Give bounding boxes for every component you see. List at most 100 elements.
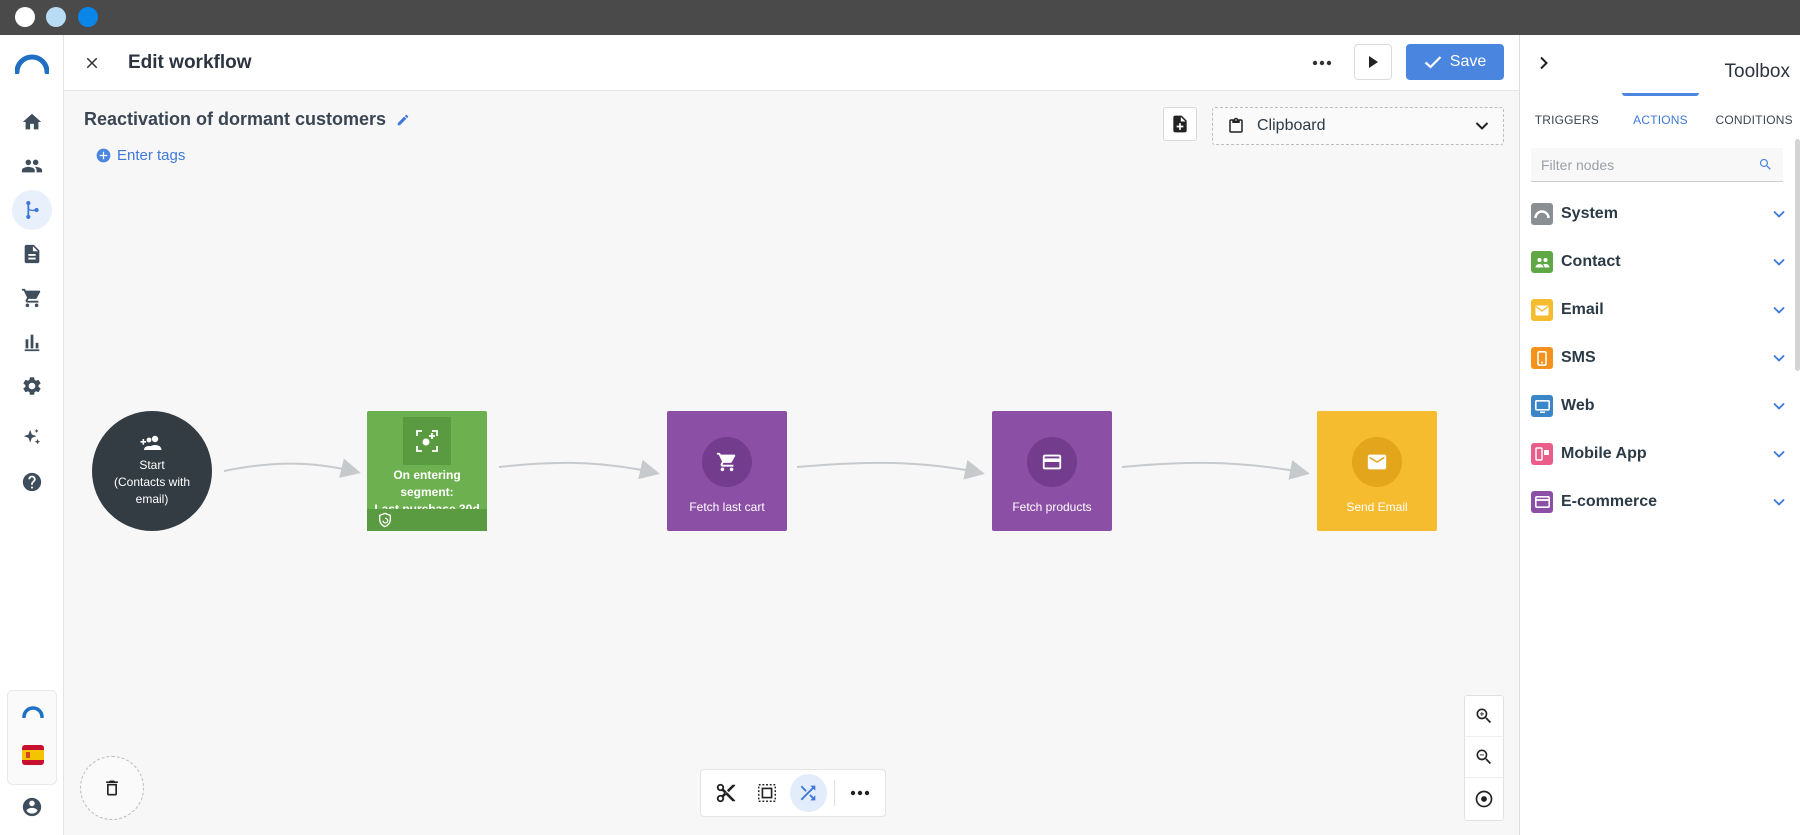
chevron-down-icon	[1773, 306, 1785, 314]
close-editor-button[interactable]	[80, 51, 104, 75]
toolbar-divider	[833, 780, 835, 806]
checkmark-icon	[1424, 56, 1442, 69]
document-icon[interactable]	[12, 234, 52, 274]
add-note-button[interactable]	[1163, 107, 1197, 141]
start-node-line3: email)	[135, 491, 169, 506]
select-area-button[interactable]	[748, 774, 785, 812]
auto-layout-button[interactable]	[789, 774, 827, 812]
save-button[interactable]: Save	[1406, 44, 1504, 80]
workflow-name-text: Reactivation of dormant customers	[84, 109, 387, 129]
trash-icon	[106, 780, 118, 796]
toolbox-tabs: TRIGGERS ACTIONS CONDITIONS	[1520, 93, 1800, 147]
cart-icon[interactable]	[12, 278, 52, 318]
tab-actions[interactable]: ACTIONS	[1614, 93, 1708, 147]
window-minimize-dot[interactable]	[46, 7, 66, 27]
email-envelope-icon	[1352, 437, 1402, 487]
category-ecommerce-label: E-commerce	[1561, 493, 1658, 510]
cart-node-label: Fetch last cart	[689, 500, 765, 514]
zoom-out-button[interactable]	[1465, 737, 1503, 778]
clipboard-icon	[1229, 117, 1243, 133]
web-icon	[1531, 395, 1553, 417]
category-sms[interactable]: SMS	[1531, 340, 1785, 376]
canvas-toolbar	[700, 769, 886, 817]
chevron-down-icon	[1773, 258, 1785, 266]
toolbar-more-button[interactable]	[842, 774, 879, 812]
cut-button[interactable]	[707, 774, 744, 812]
email-icon	[1531, 299, 1553, 321]
credit-card-icon	[1027, 437, 1077, 487]
tab-conditions[interactable]: CONDITIONS	[1715, 113, 1793, 127]
home-icon[interactable]	[12, 102, 52, 142]
enter-tags-label: Enter tags	[117, 147, 186, 164]
toolbox-title: Toolbox	[1724, 61, 1791, 82]
workflows-icon[interactable]	[12, 190, 52, 230]
window-titlebar	[0, 0, 1800, 35]
products-node-label: Fetch products	[1012, 500, 1092, 514]
app-logo-icon[interactable]	[12, 49, 52, 79]
page-title: Edit workflow	[128, 52, 252, 73]
save-button-label: Save	[1449, 53, 1487, 70]
enter-tags-link[interactable]: Enter tags	[96, 147, 185, 164]
zoom-in-button[interactable]	[1465, 696, 1503, 737]
workflow-connections	[223, 458, 1310, 480]
segment-trigger-node[interactable]: On entering segment: Last purchase 30d	[367, 411, 487, 531]
start-node[interactable]: Start (Contacts with email)	[92, 411, 212, 531]
send-email-node[interactable]: Send Email	[1317, 411, 1437, 531]
connection-products-to-email	[1121, 460, 1310, 480]
more-horizontal-icon	[851, 790, 870, 796]
toolbox-scrollbar[interactable]	[1795, 139, 1800, 371]
category-mobile-app[interactable]: Mobile App	[1531, 436, 1785, 472]
add-circle-icon	[96, 148, 111, 163]
category-email[interactable]: Email	[1531, 292, 1785, 328]
center-view-button[interactable]	[1465, 778, 1503, 819]
zoom-in-icon	[1476, 708, 1492, 724]
zoom-out-icon	[1476, 749, 1492, 765]
clipboard-dropdown[interactable]: Clipboard	[1212, 107, 1504, 145]
category-web-label: Web	[1561, 397, 1595, 414]
connection-start-to-segment	[223, 458, 361, 478]
category-system[interactable]: System	[1531, 196, 1785, 232]
tab-triggers[interactable]: TRIGGERS	[1534, 113, 1599, 127]
category-ecommerce[interactable]: E-commerce	[1531, 484, 1785, 520]
more-options-button[interactable]	[1308, 51, 1336, 75]
filter-nodes-input[interactable]: Filter nodes	[1531, 148, 1783, 182]
more-horizontal-icon	[1312, 60, 1332, 66]
filter-placeholder: Filter nodes	[1541, 156, 1615, 173]
chevron-down-icon	[1475, 122, 1489, 130]
window-close-dot[interactable]	[15, 7, 35, 27]
bar-chart-icon[interactable]	[12, 322, 52, 362]
system-icon	[1531, 203, 1553, 225]
window-maximize-dot[interactable]	[78, 7, 98, 27]
category-system-label: System	[1561, 205, 1618, 222]
contact-icon	[1531, 251, 1553, 273]
toolbox-panel: Toolbox TRIGGERS ACTIONS CONDITIONS Filt…	[1519, 35, 1800, 835]
spain-flag-icon[interactable]	[22, 745, 44, 765]
search-icon	[1759, 158, 1771, 170]
brand-logo-icon[interactable]	[21, 704, 45, 720]
fetch-products-node[interactable]: Fetch products	[992, 411, 1112, 531]
run-workflow-button[interactable]	[1354, 44, 1392, 80]
start-node-line1: Start	[139, 457, 165, 472]
user-avatar-icon[interactable]	[12, 787, 52, 827]
shield-refresh-icon	[379, 512, 391, 528]
delete-drop-zone[interactable]	[80, 756, 144, 820]
category-web[interactable]: Web	[1531, 388, 1785, 424]
workflow-canvas[interactable]: Reactivation of dormant customers Enter …	[64, 91, 1519, 835]
sparkle-ai-icon[interactable]	[12, 418, 52, 458]
contacts-icon[interactable]	[12, 146, 52, 186]
chevron-down-icon	[1773, 402, 1785, 410]
collapse-toolbox-button[interactable]	[1534, 53, 1554, 73]
settings-gear-icon[interactable]	[12, 366, 52, 406]
clipboard-label: Clipboard	[1257, 117, 1326, 134]
category-contact[interactable]: Contact	[1531, 244, 1785, 280]
play-icon	[1369, 56, 1378, 68]
segment-target-icon	[403, 417, 451, 465]
category-contact-label: Contact	[1561, 253, 1621, 270]
edit-pencil-icon[interactable]	[396, 113, 410, 127]
help-icon[interactable]	[12, 462, 52, 502]
add-group-icon	[140, 435, 162, 450]
zoom-controls	[1464, 695, 1504, 821]
segment-node-footer	[367, 509, 487, 531]
fetch-last-cart-node[interactable]: Fetch last cart	[667, 411, 787, 531]
add-document-icon	[1173, 115, 1187, 133]
